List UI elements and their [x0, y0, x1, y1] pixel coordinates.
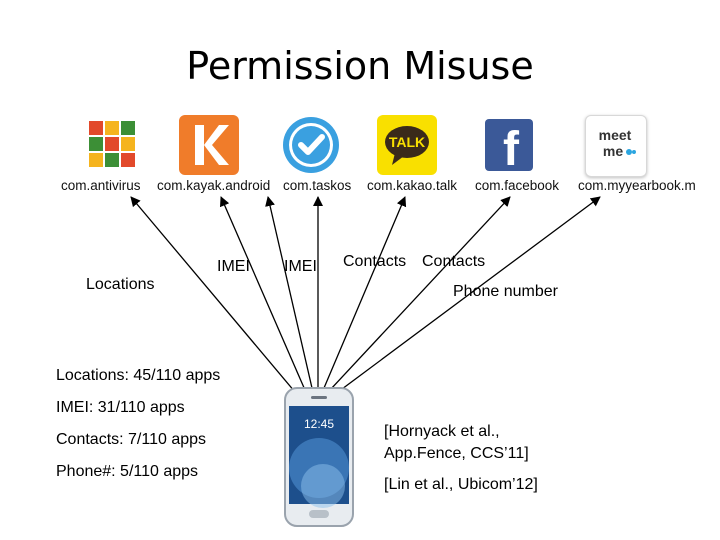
arrow-to-facebook — [329, 196, 511, 391]
permission-label-phone-number: Phone number — [453, 283, 558, 300]
arrow-to-taskos-1 — [265, 196, 313, 389]
kakaotalk-icon-text: TALK — [389, 134, 425, 150]
reference-hornyack: [Hornyack et al., App.Fence, CCS’11] — [384, 423, 529, 462]
reference-lin: [Lin et al., Ubicom’12] — [384, 476, 538, 493]
permission-label-locations: Locations — [86, 276, 155, 293]
arrow-to-kakao — [323, 196, 407, 389]
permission-label-contacts-kakao: Contacts — [343, 253, 407, 270]
kakaotalk-icon: TALK — [377, 115, 437, 175]
package-label-kakao: com.kakao.talk — [367, 178, 458, 193]
package-label-antivirus: com.antivirus — [61, 178, 141, 193]
package-label-facebook: com.facebook — [475, 178, 560, 193]
stat-imei: IMEI: 31/110 apps — [56, 399, 185, 416]
stat-phone-number: Phone#: 5/110 apps — [56, 463, 199, 480]
facebook-icon-text: f — [503, 123, 520, 171]
facebook-icon: f — [485, 119, 533, 171]
slide-title: Permission Misuse — [186, 44, 534, 88]
package-label-myyearbook: com.myyearbook.m — [578, 178, 696, 193]
package-label-taskos: com.taskos — [283, 178, 352, 193]
meetme-icon: meet me — [585, 115, 647, 177]
stat-locations: Locations: 45/110 apps — [56, 367, 221, 384]
svg-text:meet: meet — [599, 127, 632, 143]
smartphone-icon: 12:45 — [283, 386, 355, 528]
svg-text:me: me — [603, 143, 623, 159]
arrow-to-myyearbook — [337, 196, 601, 393]
kayak-icon — [179, 115, 239, 175]
stat-contacts: Contacts: 7/110 apps — [56, 431, 207, 448]
permission-label-imei-taskos: IMEI — [284, 258, 317, 275]
arrow-to-kayak — [220, 196, 306, 391]
phone-clock: 12:45 — [304, 417, 334, 431]
taskos-checkmark-icon — [281, 115, 341, 175]
permission-label-imei-kayak: IMEI — [217, 258, 250, 275]
arrow-to-antivirus — [130, 196, 296, 393]
package-label-kayak: com.kayak.android — [157, 178, 271, 193]
avg-antivirus-icon — [83, 115, 143, 175]
permission-label-contacts-facebook: Contacts — [422, 253, 486, 270]
